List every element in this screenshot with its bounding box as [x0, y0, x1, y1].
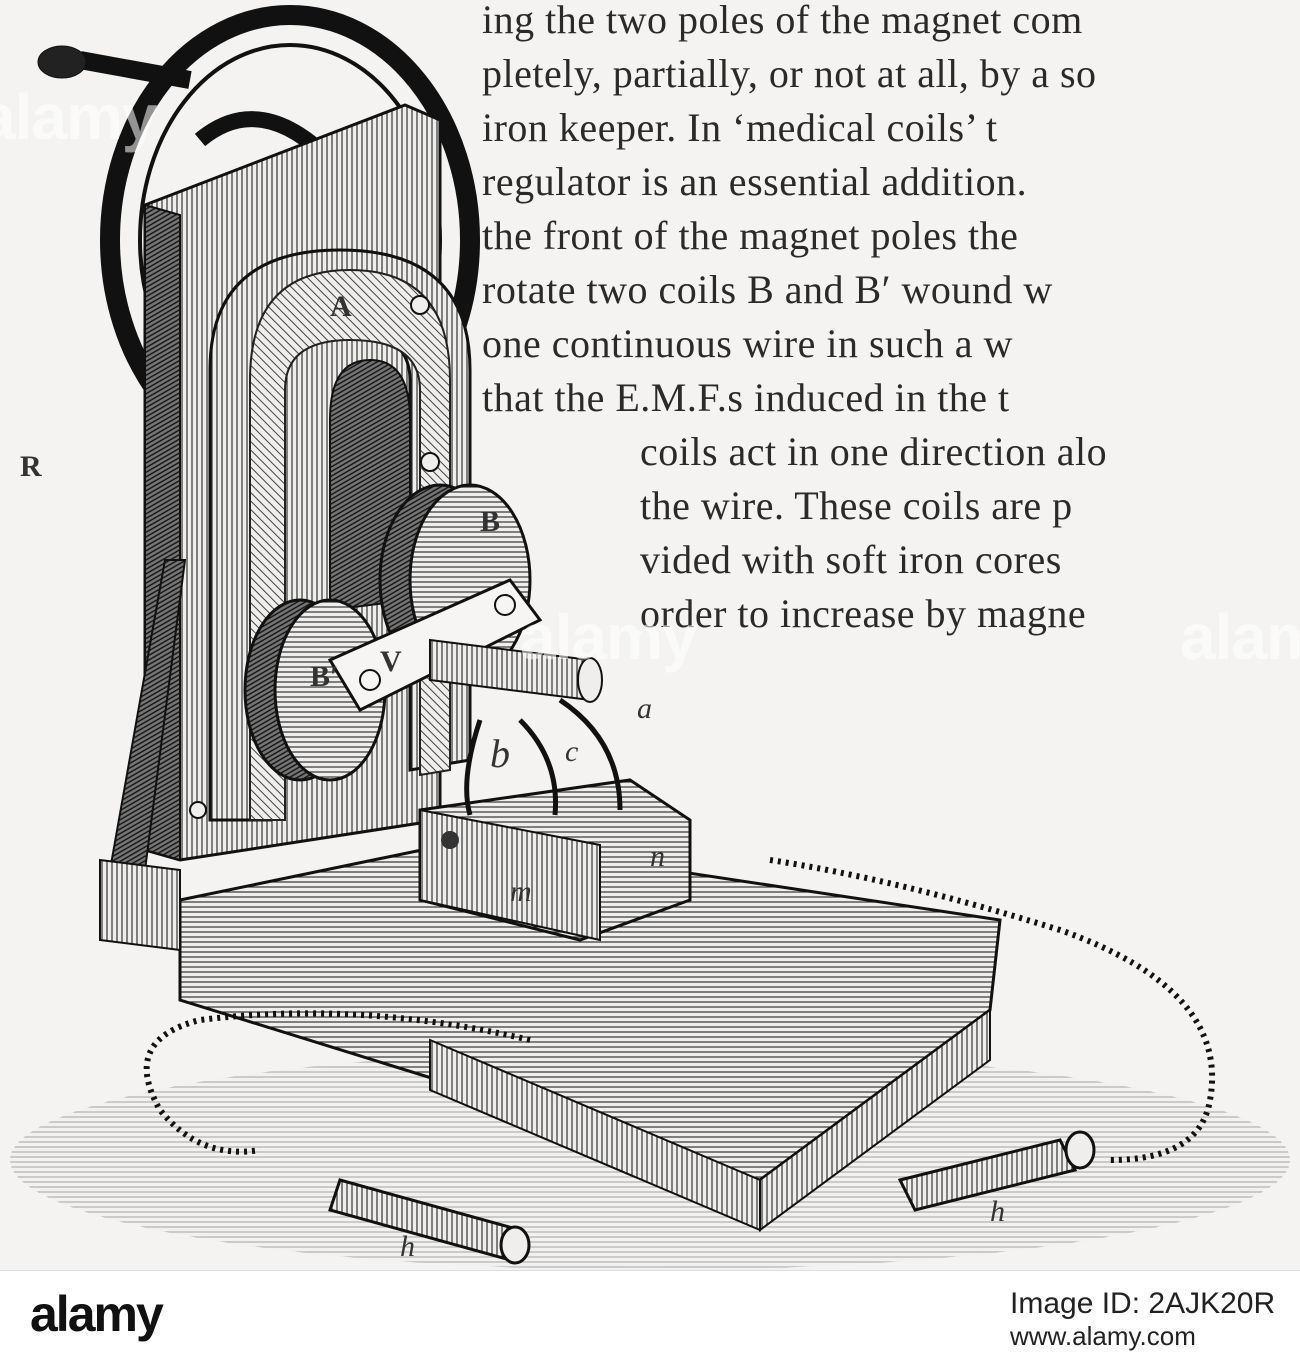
figure-label-v: V — [380, 645, 402, 678]
electrode-handles — [328, 1130, 1096, 1265]
text-line-9: coils act in one direction alo — [640, 429, 1108, 474]
text-line-2: pletely, partially, or not at all, by a … — [482, 51, 1097, 96]
watermark-center: alamy — [520, 601, 697, 673]
figure-label-n: n — [650, 840, 665, 873]
figure-label-b-small: b — [490, 731, 510, 776]
site-url-text: www.alamy.com — [1010, 1321, 1196, 1351]
alamy-logo: alamy — [30, 1286, 164, 1342]
text-line-3: iron keeper. In ‘medical coils’ t — [482, 105, 998, 150]
base-platform — [99, 838, 1002, 1232]
terminal-box — [418, 778, 692, 942]
text-line-12: order to increase by magne — [640, 591, 1087, 636]
image-id-text: Image ID: 2AJK20R — [1010, 1287, 1276, 1320]
scanned-page: R A B B′ V a b c m n h h ing the two pol… — [0, 0, 1300, 1270]
figure-label-h-left: h — [400, 1230, 415, 1263]
text-line-6: rotate two coils B and B′ wound w — [482, 267, 1053, 312]
figure-label-m: m — [510, 875, 532, 908]
text-line-8: that the E.M.F.s induced in the t — [482, 375, 1010, 420]
text-line-5: the front of the magnet poles the — [482, 213, 1019, 258]
figure-label-b-prime: B′ — [310, 660, 339, 693]
figure-label-c-small: c — [565, 735, 579, 768]
stock-footer-bar: alamy Image ID: 2AJK20R www.alamy.com — [0, 1270, 1300, 1357]
text-line-4: regulator is an essential addition. — [482, 159, 1028, 204]
figure-label-a-small: a — [637, 692, 652, 725]
magneto-machine-engraving — [10, 5, 1290, 1270]
brush-springs — [464, 697, 623, 816]
coiled-wires — [143, 857, 1216, 1163]
figure-label-b: B — [480, 505, 501, 538]
text-line-10: the wire. These coils are p — [640, 483, 1073, 528]
watermark-left: alamy — [0, 81, 157, 153]
watermark-right: alamy — [1180, 601, 1300, 673]
figure-label-a: A — [330, 290, 352, 323]
figure-label-r: R — [20, 450, 42, 483]
figure-label-h-right: h — [990, 1195, 1005, 1228]
text-line-1: ing the two poles of the magnet com — [482, 0, 1083, 42]
rotating-coils — [243, 483, 603, 782]
text-line-11: vided with soft iron cores — [640, 537, 1062, 582]
text-line-7: one continuous wire in such a w — [482, 321, 1013, 366]
